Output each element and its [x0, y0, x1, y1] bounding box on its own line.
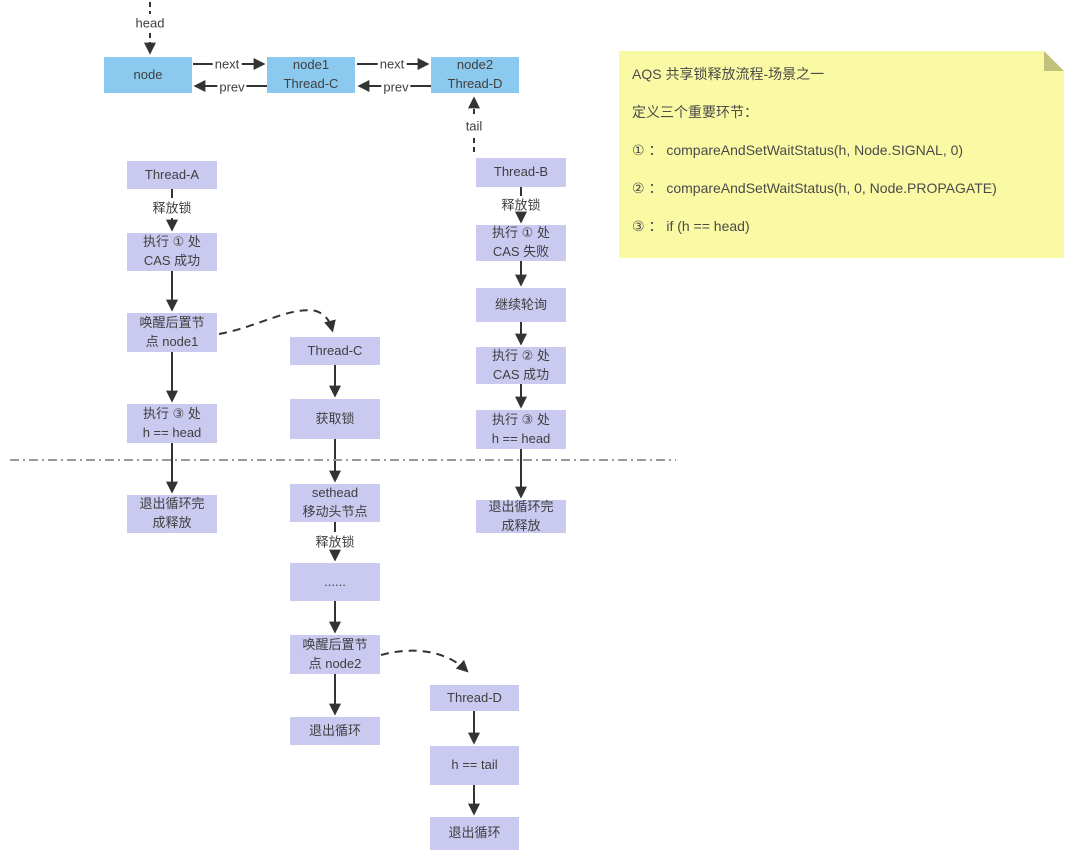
thread-b-step-cas2-success: 执行 ② 处 CAS 成功 [476, 347, 566, 384]
list-node: node [104, 57, 192, 93]
thread-d-step-h-eq-tail: h == tail [430, 746, 519, 785]
thread-b-step-exit-loop: 退出循环完 成释放 [476, 499, 566, 533]
note-fold-corner-icon [1044, 51, 1064, 71]
thread-a-release-label: 释放锁 [150, 200, 194, 216]
thread-c-step-ellipsis: ...... [290, 563, 380, 601]
thread-c-release-label: 释放锁 [313, 534, 357, 550]
thread-a-step-cas-success: 执行 ① 处 CAS 成功 [127, 233, 217, 271]
tail-label: tail [463, 118, 485, 134]
note-subtitle: 定义三个重要环节： [632, 104, 758, 120]
next-label-2: next [377, 56, 407, 72]
thread-b-release-label: 释放锁 [499, 197, 543, 213]
thread-c-step-sethead: sethead 移动头节点 [290, 484, 380, 522]
list-node2: node2 Thread-D [431, 57, 519, 93]
thread-b-step-cas-fail: 执行 ① 处 CAS 失败 [476, 225, 566, 261]
head-label: head [133, 15, 167, 31]
thread-d-title-box: Thread-D [430, 685, 519, 711]
prev-label-2: prev [381, 79, 411, 95]
thread-a-step-h-eq-head: 执行 ③ 处 h == head [127, 404, 217, 443]
note-title: AQS 共享锁释放流程-场景之一 [632, 66, 825, 82]
list-node1: node1 Thread-C [267, 57, 355, 93]
wakeup-curve-node2-thread-d [380, 649, 469, 673]
note-item-2: ② ： compareAndSetWaitStatus(h, 0, Node.P… [632, 180, 997, 196]
thread-c-step-wake-node2: 唤醒后置节 点 node2 [290, 635, 380, 674]
thread-a-title-box: Thread-A [127, 161, 217, 189]
next-label-1: next [212, 56, 242, 72]
thread-c-step-exit-loop: 退出循环 [290, 717, 380, 745]
wakeup-curve-node1-thread-c [218, 309, 336, 335]
sticky-note: AQS 共享锁释放流程-场景之一 定义三个重要环节： ① ： compareAn… [619, 51, 1064, 258]
thread-c-step-acquire-lock: 获取锁 [290, 399, 380, 439]
note-item-3: ③ ： if (h == head) [632, 218, 750, 234]
thread-b-step-h-eq-head: 执行 ③ 处 h == head [476, 410, 566, 449]
thread-c-title-box: Thread-C [290, 337, 380, 365]
thread-d-step-exit-loop: 退出循环 [430, 817, 519, 850]
prev-label-1: prev [217, 79, 247, 95]
thread-a-step-exit-loop: 退出循环完 成释放 [127, 495, 217, 533]
thread-a-step-wake-node1: 唤醒后置节 点 node1 [127, 313, 217, 352]
thread-b-title-box: Thread-B [476, 158, 566, 187]
note-item-1: ① ： compareAndSetWaitStatus(h, Node.SIGN… [632, 142, 964, 158]
thread-b-step-keep-polling: 继续轮询 [476, 288, 566, 322]
